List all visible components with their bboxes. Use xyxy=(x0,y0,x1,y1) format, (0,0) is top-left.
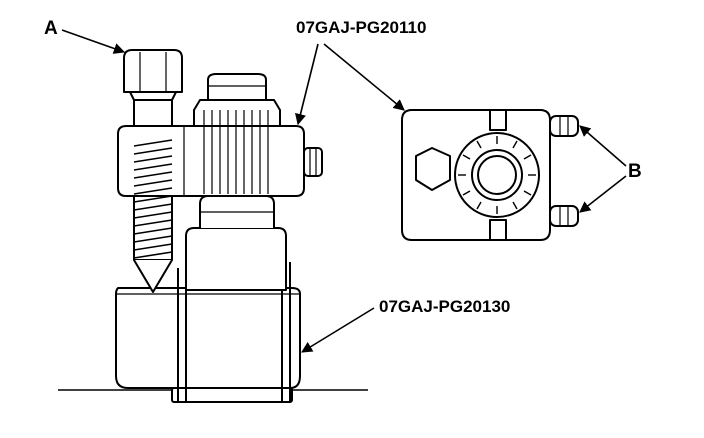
holder-plate-top xyxy=(401,109,579,241)
inner-cylinder xyxy=(185,195,287,291)
arrow-b-upper xyxy=(579,125,627,167)
label-tool-lower: 07GAJ-PG20130 xyxy=(379,297,511,316)
arrow-b-lower xyxy=(579,175,627,213)
arrow-top-left xyxy=(295,43,319,126)
lower-tool-body xyxy=(115,262,301,403)
label-b: B xyxy=(628,161,642,182)
nut-teeth xyxy=(458,136,536,214)
knurl-lines xyxy=(203,110,269,194)
arrow-bottom xyxy=(301,307,375,353)
label-tool-upper: 07GAJ-PG20110 xyxy=(296,18,427,37)
holder-bar-side xyxy=(117,125,323,197)
label-a: A xyxy=(44,18,58,39)
leader-arrows xyxy=(61,29,627,353)
arrow-top-right xyxy=(323,43,405,111)
bolt-threads xyxy=(133,139,173,259)
arrow-a xyxy=(61,29,126,54)
